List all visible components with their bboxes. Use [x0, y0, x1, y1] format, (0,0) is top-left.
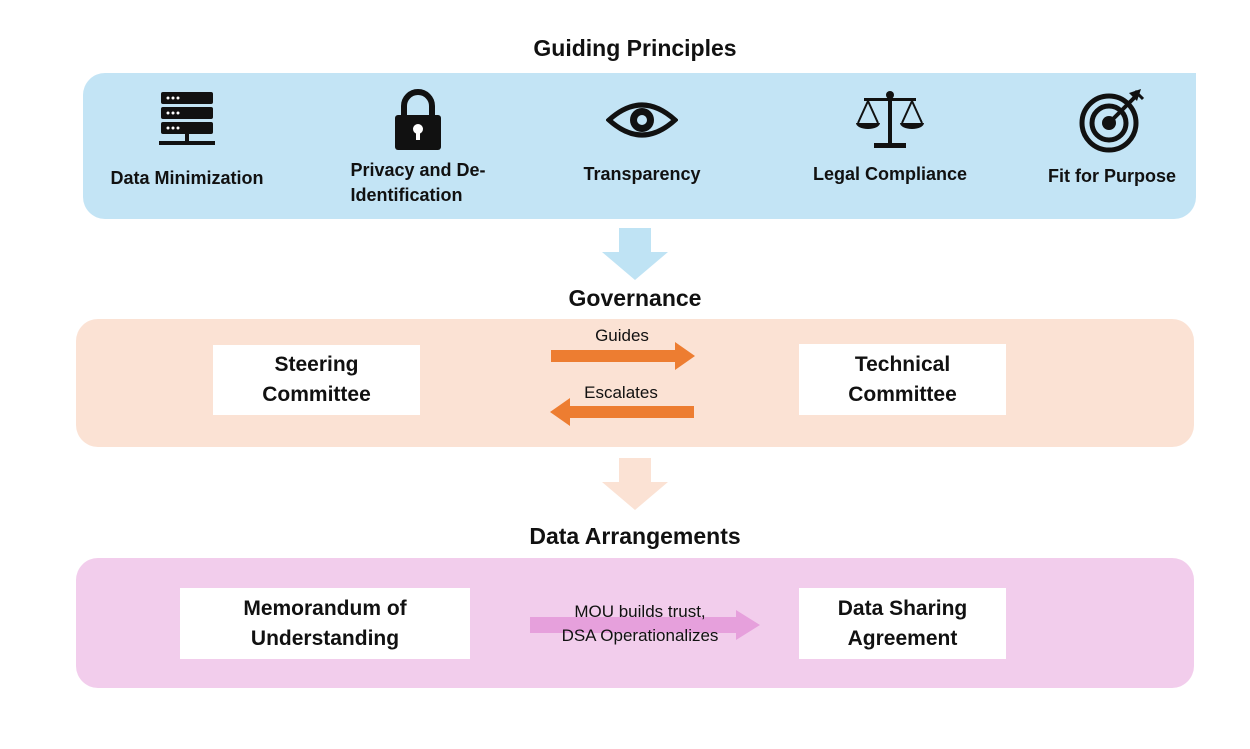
escalates-arrow — [550, 398, 694, 426]
principle-label: Fit for Purpose — [1047, 166, 1176, 186]
principle-label: Privacy and De- Identification — [350, 160, 486, 205]
guides-arrow — [551, 342, 695, 370]
principle-data-minimization: Data Minimization — [87, 80, 287, 215]
technical-committee-box: Technical Committee — [799, 344, 1006, 415]
mou-dsa-link-label: MOU builds trust, DSA Operationalizes — [561, 602, 719, 645]
principle-transparency: Transparency — [542, 80, 742, 215]
steering-committee-box: Steering Committee — [213, 345, 420, 415]
mou-to-dsa-arrow — [530, 610, 760, 640]
principle-label: Transparency — [583, 164, 701, 184]
scales-icon — [854, 84, 926, 156]
down-arrow-principles — [602, 228, 668, 280]
lock-icon — [392, 84, 444, 156]
server-icon — [159, 84, 215, 156]
down-arrow-governance — [602, 458, 668, 510]
mou-box: Memorandum of Understanding — [180, 588, 470, 659]
arrangements-title: Data Arrangements — [529, 523, 741, 549]
principles-band — [83, 73, 1196, 219]
eye-icon — [606, 84, 678, 156]
escalates-label: Escalates — [584, 383, 658, 402]
governance-title: Governance — [568, 285, 702, 311]
target-icon — [1077, 84, 1147, 156]
principle-legal-compliance: Legal Compliance — [790, 80, 990, 215]
principle-label: Data Minimization — [110, 168, 264, 188]
dsa-box: Data Sharing Agreement — [799, 588, 1006, 659]
principle-privacy: Privacy and De- Identification — [318, 80, 518, 215]
principle-label: Legal Compliance — [812, 164, 968, 184]
guides-label: Guides — [595, 326, 649, 345]
principles-title: Guiding Principles — [533, 35, 737, 61]
principle-fit-for-purpose: Fit for Purpose — [1012, 80, 1212, 215]
